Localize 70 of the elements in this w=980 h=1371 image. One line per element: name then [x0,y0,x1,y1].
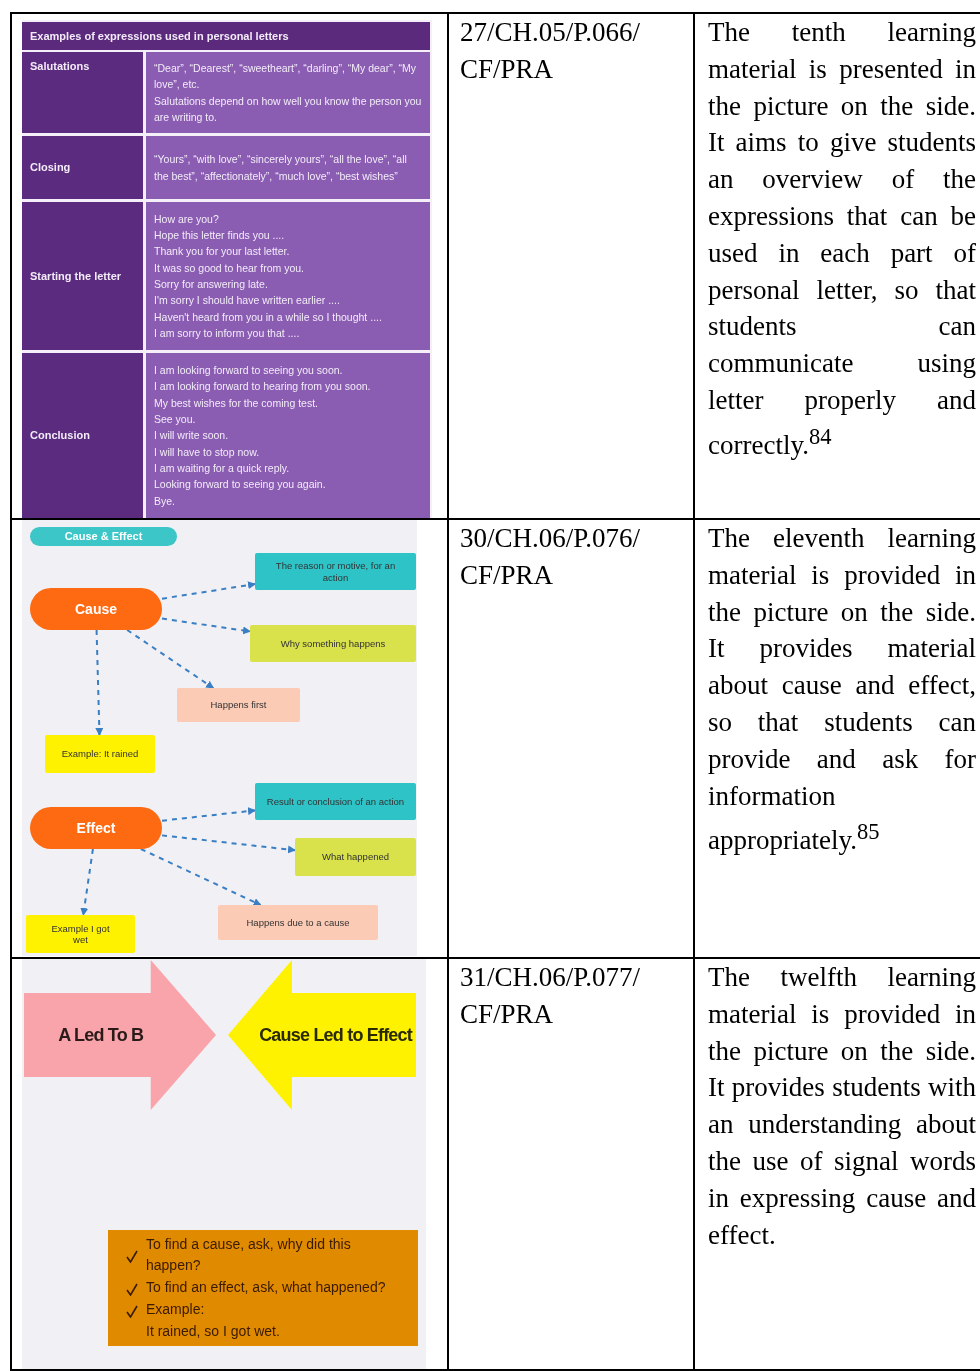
note-tag [295,838,416,876]
cell-text: Sorry for answering late. [154,277,269,292]
arrow-banner [228,960,416,1110]
cell-text: Looking forward to seeing you again. [154,477,327,493]
description-text: The tenth learning material is presented in the picture on the side. It aims to give students an overview of the expressions that can be used in each part of personal letter, so that students can communicate using letter properly and correctly.$^{84}$ [708,16,976,462]
cell-text: I will have to stop now. [154,444,261,460]
cell-text: I'm sorry I should have written earlier .... [154,293,341,309]
reference-code: 27/CH.05/P.066/ CF/PRA [460,16,642,86]
node-text: Cause Led to Effect [259,1024,412,1046]
node-text: To find an effect, ask, what happened? [146,1278,386,1298]
process-pill [30,588,162,630]
cell-text: I am waiting for a quick reply. [154,460,291,476]
cell-text: Thank you for your last letter. [154,244,291,260]
cell-text: Closing [30,160,72,176]
description-text: The eleventh learning material is provided in the picture on the side. It provides material about cause and effect, so that students can provide and ask for information appropriately.$^{85}$ [708,522,976,858]
arrow [161,581,256,600]
note-tag [177,688,300,722]
cell-text: Haven't heard from you in a while so I thought .... [154,309,383,325]
cell-text: See you. [154,412,197,428]
node-text: Result or conclusion of an action [266,795,405,808]
note-tag [255,783,416,820]
node-text: Example: It rained [61,748,139,760]
cell-text: Conclusion [30,428,91,444]
node-text: Effect [76,819,116,837]
example-tag [26,915,135,953]
arrow [161,807,256,822]
title-pill [30,527,177,546]
arrow [80,848,94,916]
cell-text: “Dear”, “Dearest”, “sweetheart”, “darling”, “My dear”, “My love”, etc. [154,60,417,93]
description-text: The twelfth learning material is provided in the picture on the side. It provides students with an understanding about the use of signal words in expressing cause and effect. [708,961,976,1252]
cell-text: Salutations depend on how well you know the person you are writing to. [154,93,422,125]
cell-text: Hope this letter finds you .... [154,228,286,244]
arrow [161,834,296,854]
example-tag [45,735,155,773]
node-text: A Led To B [58,1024,144,1046]
node-text: To find a cause, ask, why did this happen? [146,1234,352,1276]
cell-text: I am looking forward to hearing from you soon. [154,379,372,395]
reference-code: 31/CH.06/P.077/ CF/PRA [460,961,642,1031]
node-text: The reason or motive, for an action [274,560,397,583]
arrow-banner [24,960,216,1110]
node-text: Happens due to a cause [246,916,350,929]
arrow [126,629,215,689]
reference-code: 30/CH.06/P.076/ CF/PRA [460,522,642,592]
node-text: What happened [321,851,390,863]
arrow [139,848,262,906]
cell-text: I am sorry to inform you that .... [154,325,301,341]
arrow [95,629,104,736]
cell-text: I will write soon. [154,428,230,444]
process-pill [30,807,162,849]
note-tag [218,905,378,940]
note-tag [255,553,416,590]
note-tag [250,625,416,662]
cell-text: It was so good to hear from you. [154,260,305,276]
node-text: Cause [75,600,117,618]
node-text: Example: [146,1299,205,1319]
cell-text: Starting the letter [30,268,123,284]
cell-text: I am looking forward to seeing you soon. [154,363,344,379]
cell-text: Bye. [154,493,176,509]
tip-box [108,1230,418,1346]
arrow [161,617,251,635]
cell-text: How are you? [154,211,220,227]
node-text: Why something happens [280,637,386,650]
cell-text: My best wishes for the coming test. [154,395,319,411]
cell-text: “Yours”, “with love”, “sincerely yours”, “all the love”, “all the best”, “affectionately”, “much love”, “best wishes” [154,152,408,184]
cell-text: Salutations [30,59,91,74]
node-text: It rained, so I got wet. [146,1321,280,1341]
node-text: Example I got wet [50,922,111,946]
node-text: Happens first [210,699,267,711]
cell-text: Examples of expressions used in personal letters [30,28,290,44]
node-text: Cause & Effect [64,529,143,544]
